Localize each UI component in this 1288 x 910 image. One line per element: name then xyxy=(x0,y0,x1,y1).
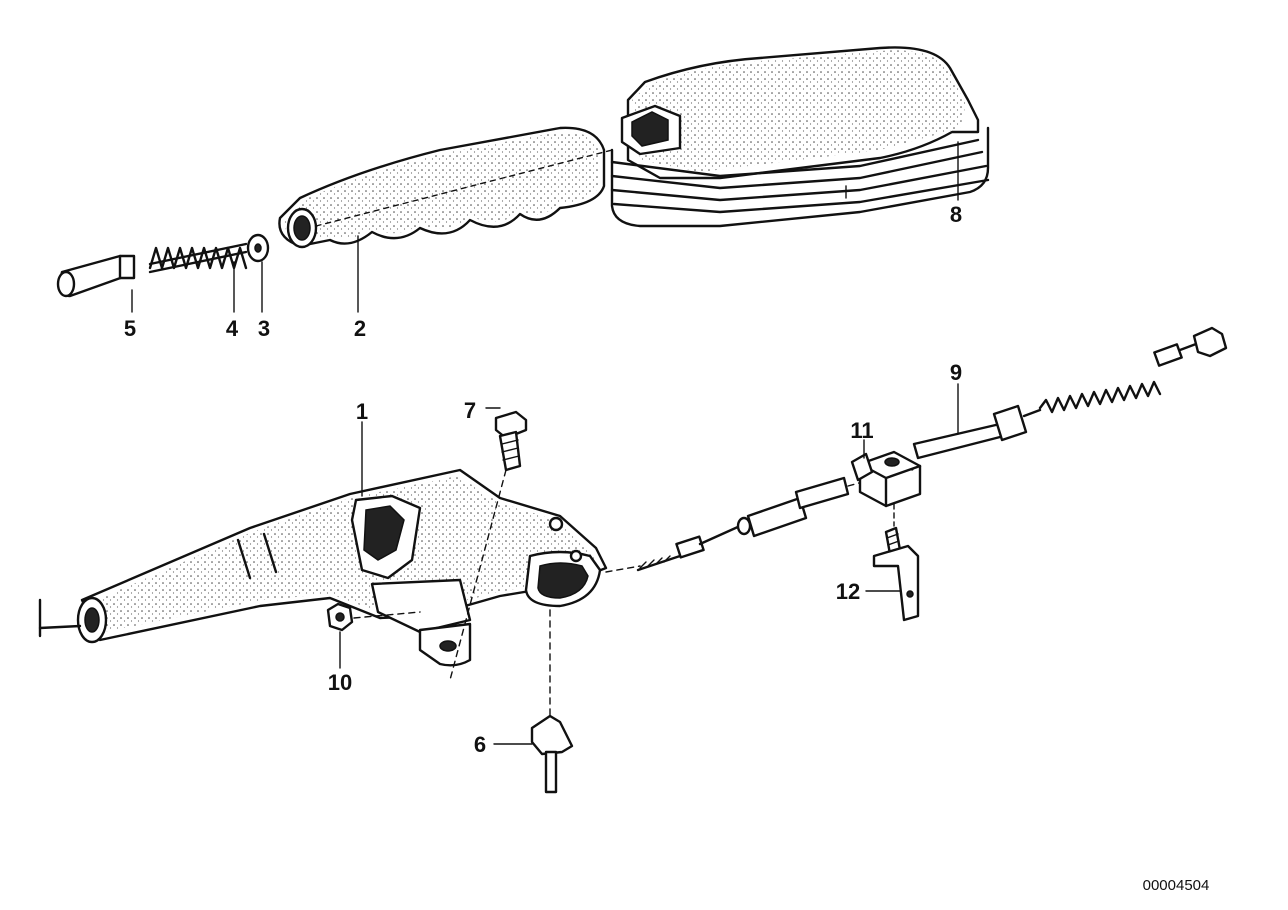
part-connector-block xyxy=(850,450,922,508)
callout-9: 9 xyxy=(950,360,962,385)
callout-3: 3 xyxy=(258,316,270,341)
part-push-button xyxy=(56,254,136,298)
callout-1: 1 xyxy=(356,399,368,424)
callout-12: 12 xyxy=(836,579,860,604)
callout-7: 7 xyxy=(464,398,476,423)
callout-5: 5 xyxy=(124,316,136,341)
part-bracket xyxy=(872,503,920,622)
callout-10: 10 xyxy=(328,670,352,695)
callout-labels: 1 2 3 4 5 6 7 8 9 10 11 12 xyxy=(124,202,962,757)
part-boot xyxy=(610,46,990,228)
part-washer xyxy=(246,233,270,263)
part-cable xyxy=(605,476,871,573)
callout-4: 4 xyxy=(226,316,239,341)
diagram-reference-code: 00004504 xyxy=(1143,877,1210,894)
callout-2: 2 xyxy=(354,316,366,341)
part-grip xyxy=(278,126,613,249)
callout-8: 8 xyxy=(950,202,962,227)
part-clip xyxy=(530,609,574,794)
callout-6: 6 xyxy=(474,732,486,757)
leader-lines xyxy=(131,141,959,745)
part-lever xyxy=(38,468,608,667)
part-rear-cable xyxy=(911,326,1228,471)
part-nut xyxy=(326,602,421,632)
callout-11: 11 xyxy=(850,418,873,443)
part-bolt xyxy=(449,410,528,681)
part-spring xyxy=(148,242,248,274)
